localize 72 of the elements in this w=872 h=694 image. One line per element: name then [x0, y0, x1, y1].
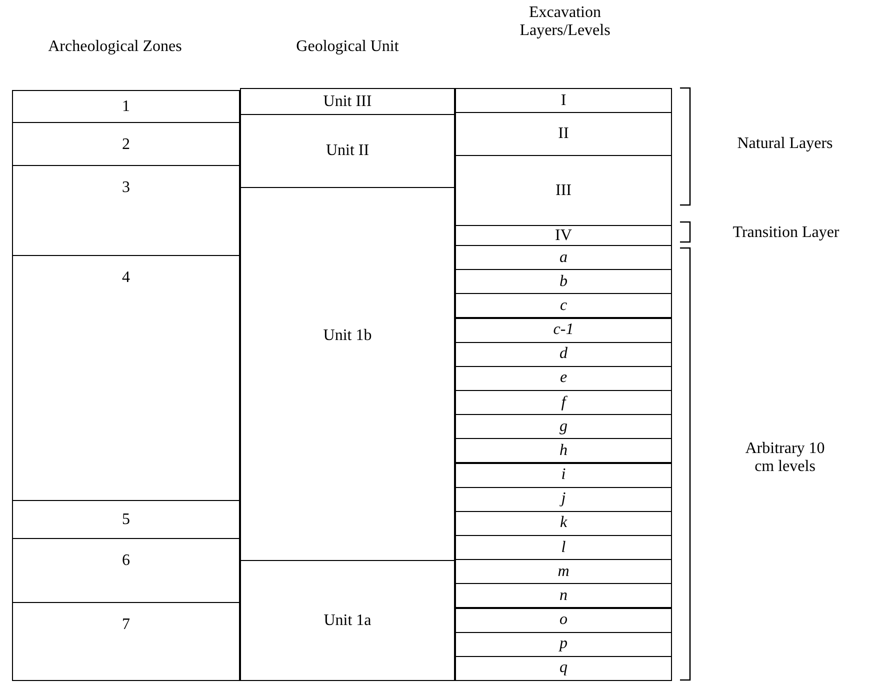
- bracket-label: Arbitrary 10 cm levels: [745, 440, 825, 476]
- layer-band: [455, 462, 672, 488]
- level-label: l: [561, 540, 566, 556]
- zone-band: [12, 602, 240, 681]
- layer-band: [455, 269, 672, 294]
- column-heading: Geological Unit: [295, 38, 400, 56]
- level-label: j: [561, 491, 566, 508]
- level-label: h: [560, 442, 568, 459]
- layer-band: [455, 438, 672, 464]
- zone-number: 1: [122, 99, 130, 115]
- level-label: q: [560, 660, 568, 676]
- unit-name: Unit 1b: [323, 328, 372, 344]
- zone-number: 7: [122, 617, 130, 633]
- bracket-label: Natural Layers: [736, 135, 834, 153]
- layer-band: [455, 535, 672, 560]
- level-label: k: [560, 515, 568, 532]
- level-label: III: [556, 182, 572, 198]
- unit-name: Unit III: [323, 94, 372, 110]
- layer-band: [455, 318, 672, 343]
- level-label: d: [560, 346, 568, 362]
- layer-band: [455, 390, 672, 416]
- zone-band: [12, 255, 240, 501]
- layer-band: [455, 245, 672, 270]
- level-label: g: [560, 418, 568, 435]
- layer-band: [455, 155, 672, 226]
- layer-band: [455, 583, 672, 608]
- unit-band: [240, 88, 455, 115]
- level-label: p: [560, 636, 568, 652]
- level-label: c: [560, 298, 568, 314]
- level-label: a: [560, 250, 568, 266]
- unit-band: [240, 187, 455, 561]
- layer-band: [455, 88, 672, 113]
- layer-band: [455, 559, 672, 584]
- layer-band: [455, 225, 672, 246]
- level-label: II: [558, 126, 569, 142]
- column-heading: Archeological Zones: [47, 38, 183, 56]
- level-label: o: [560, 612, 568, 628]
- zone-band: [12, 165, 240, 256]
- unit-name: Unit II: [326, 143, 370, 159]
- layer-band: [455, 112, 672, 156]
- layer-band: [455, 366, 672, 391]
- unit-name: Unit 1a: [324, 612, 372, 628]
- layer-band: [455, 414, 672, 440]
- zone-number: 2: [122, 136, 130, 152]
- zone-number: 4: [122, 270, 130, 286]
- unit-band: [240, 560, 455, 681]
- bracket-label: Transition Layer: [732, 224, 840, 242]
- level-label: m: [558, 564, 570, 580]
- zone-number: 3: [122, 180, 130, 196]
- zone-band: [12, 90, 240, 123]
- column-heading: Excavation Layers/Levels: [518, 4, 612, 40]
- level-label: I: [560, 92, 566, 108]
- layer-band: [455, 486, 672, 512]
- zone-band: [12, 122, 240, 166]
- zone-band: [12, 538, 240, 603]
- layer-band: [455, 632, 672, 657]
- level-label: IV: [555, 228, 572, 244]
- level-label: b: [560, 274, 568, 290]
- layer-band: [455, 293, 672, 318]
- zone-band: [12, 500, 240, 539]
- layer-band: [455, 656, 672, 681]
- level-label: i: [561, 467, 566, 484]
- level-label: n: [560, 588, 568, 604]
- level-label: c-1: [553, 322, 574, 338]
- zone-number: 5: [122, 512, 130, 528]
- unit-band: [240, 114, 455, 188]
- layer-band: [455, 342, 672, 367]
- level-label: f: [561, 394, 566, 411]
- layer-band: [455, 510, 672, 536]
- level-label: e: [560, 370, 568, 386]
- layer-band: [455, 608, 672, 633]
- zone-number: 6: [122, 553, 130, 569]
